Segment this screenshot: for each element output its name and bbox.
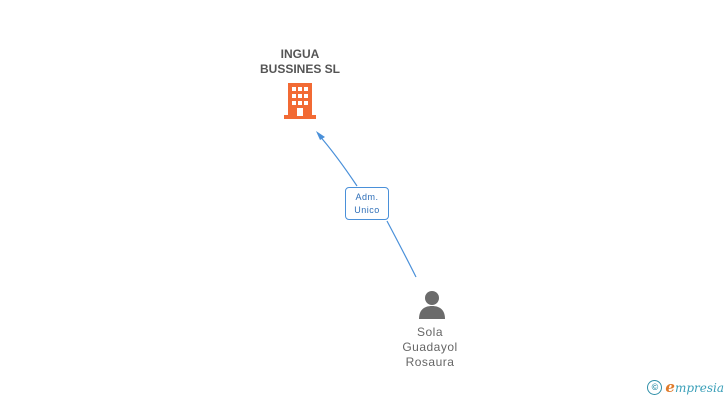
person-name-line2: Guadayol [402, 340, 458, 354]
person-name-line1: Sola [416, 325, 444, 339]
company-node[interactable]: INGUA BUSSINES SL [220, 47, 380, 77]
role-badge[interactable]: Adm. Unico [345, 187, 389, 220]
company-name[interactable]: INGUA BUSSINES SL [220, 47, 380, 77]
company-name-line1: INGUA [280, 47, 320, 61]
building-icon[interactable] [284, 83, 316, 119]
brand-logo[interactable]: empresia [665, 378, 724, 396]
person-icon[interactable] [418, 290, 446, 320]
role-line1: Adm. [355, 192, 379, 202]
brand-initial: e [665, 378, 675, 396]
person-name-line3: Rosaura [405, 355, 455, 369]
person-name[interactable]: Sola Guadayol Rosaura [380, 325, 480, 370]
company-name-line2: BUSSINES SL [259, 62, 340, 76]
arrow-head [316, 131, 325, 140]
footer-branding: © empresia [647, 376, 724, 398]
role-line2: Unico [354, 205, 380, 215]
brand-rest: mpresia [674, 381, 724, 395]
copyright-icon: © [647, 379, 663, 395]
